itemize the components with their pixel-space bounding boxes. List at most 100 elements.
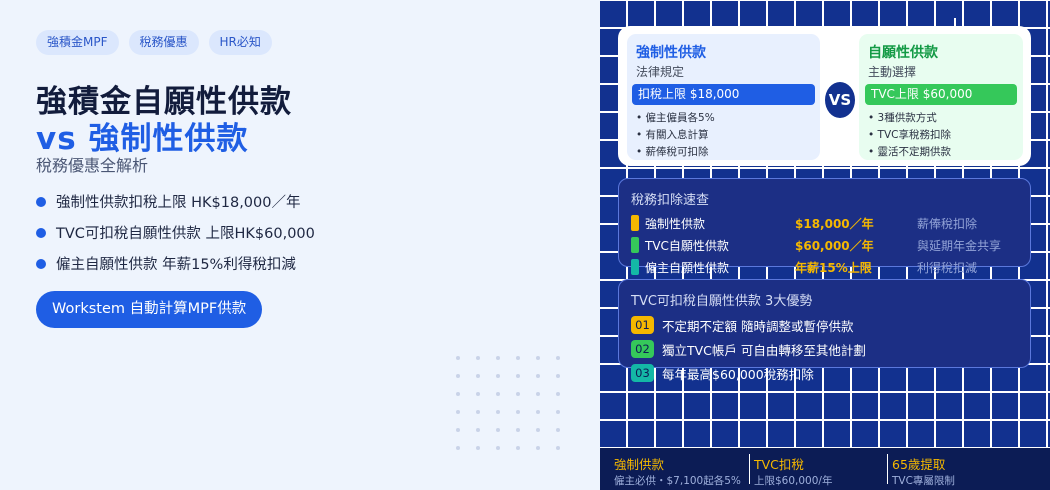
dot	[516, 356, 520, 360]
footer-sub: TVC專屬限制	[892, 475, 955, 487]
decor-mark	[954, 18, 956, 28]
advantage-item: 03 每年最高$60,000稅務扣除	[631, 361, 1018, 385]
dot	[496, 374, 500, 378]
footer-bar: 強制供款僱主必供・$7,100起各5% TVC扣稅上限$60,000/年 65歲…	[600, 448, 1050, 490]
tax-quick-ref: 稅務扣除速查 強制性供款 $18,000／年 薪俸稅扣除 TVC自願性供款 $60,00…	[618, 178, 1031, 275]
tax-row-name: 強制性供款	[645, 216, 706, 231]
dot	[556, 410, 560, 414]
advantage-item: 02 獨立TVC帳戶 可自由轉移至其他計劃	[631, 337, 1018, 361]
color-bar-icon	[631, 215, 639, 231]
dot	[556, 392, 560, 396]
tax-row-note: 薪俸稅扣除	[917, 216, 978, 231]
dot	[556, 374, 560, 378]
dot	[476, 446, 480, 450]
dot	[516, 392, 520, 396]
list-item: • TVC享稅務扣除	[868, 129, 951, 141]
bullet-item: TVC可扣稅自願性供款 上限HK$60,000	[36, 217, 315, 248]
voluntary-title: 自願性供款	[868, 45, 938, 61]
dot	[556, 356, 560, 360]
compare-card: 強制性供款 法律規定 扣稅上限 $18,000 • 僱主僱員各5% • 有關入息計…	[618, 26, 1031, 166]
number-badge: 01	[631, 316, 654, 334]
dot	[456, 410, 460, 414]
dot	[536, 392, 540, 396]
bullet-dot-icon	[36, 196, 46, 207]
footer-item: TVC扣稅上限$60,000/年	[749, 454, 887, 487]
footer-title: TVC扣稅	[754, 457, 804, 472]
dot	[536, 428, 540, 432]
mandatory-sub: 法律規定	[636, 65, 685, 79]
dot	[516, 374, 520, 378]
tax-row: 僱主自願性供款年薪15%上限利得稅扣減	[631, 256, 1018, 278]
dot	[476, 428, 480, 432]
tax-row-value: $60,000／年	[795, 238, 874, 253]
left-panel: 強積金MPF 稅務優惠 HR必知 強積金自願性供款 vs 強制性供款 稅務優惠全…	[36, 30, 576, 464]
dot	[556, 428, 560, 432]
dot	[456, 374, 460, 378]
bullet-text: 僱主自願性供款 年薪15%利得稅扣減	[56, 257, 296, 273]
footer-sub: 上限$60,000/年	[754, 475, 833, 487]
bullet-item: 強制性供款扣稅上限 HK$18,000／年	[36, 186, 315, 217]
dot	[456, 446, 460, 450]
page-title-line2: vs 強制性供款	[36, 113, 248, 158]
dot	[456, 392, 460, 396]
title-mandatory: 強制性供款	[88, 121, 249, 157]
bullet-dot-icon	[36, 227, 46, 238]
dot	[536, 356, 540, 360]
tag-mpf[interactable]: 強積金MPF	[36, 30, 119, 55]
list-item: • 有關入息計算	[636, 129, 709, 141]
voluntary-limit: TVC上限 $60,000	[865, 84, 1017, 105]
list-item: • 僱主僱員各5%	[636, 112, 715, 124]
advantage-item: 01 不定期不定額 隨時調整或暫停供款	[631, 313, 1018, 337]
advantage-text: 每年最高$60,000稅務扣除	[662, 366, 814, 382]
tax-row-value: $18,000／年	[795, 216, 874, 231]
dot	[536, 410, 540, 414]
dot	[476, 374, 480, 378]
tax-title: 稅務扣除速查	[631, 193, 710, 208]
vs-text: vs	[36, 121, 77, 157]
footer-item: 65歲提取 TVC專屬限制	[887, 454, 1025, 487]
page-title: 強積金自願性供款	[36, 84, 292, 120]
dot	[536, 374, 540, 378]
dot	[476, 410, 480, 414]
number-badge: 03	[631, 364, 654, 382]
mandatory-title: 強制性供款	[636, 45, 706, 61]
bullet-text: TVC可扣稅自願性供款 上限HK$60,000	[56, 226, 315, 242]
dot	[496, 392, 500, 396]
cta-button[interactable]: Workstem 自動計算MPF供款	[36, 291, 263, 328]
advantage-text: 獨立TVC帳戶 可自由轉移至其他計劃	[662, 342, 866, 358]
dot	[516, 410, 520, 414]
tax-row-name: TVC自願性供款	[645, 238, 729, 253]
list-item: • 3種供款方式	[868, 112, 937, 124]
voluntary-card: 自願性供款 主動選擇 TVC上限 $60,000 • 3種供款方式 • TVC享稅…	[859, 34, 1023, 160]
list-item: • 薪俸稅可扣除	[636, 146, 709, 158]
bullet-dot-icon	[36, 258, 46, 269]
footer-title: 65歲提取	[892, 457, 946, 472]
dot	[496, 428, 500, 432]
number-badge: 02	[631, 340, 654, 358]
tax-row-name: 僱主自願性供款	[645, 260, 730, 275]
tag-list: 強積金MPF 稅務優惠 HR必知	[36, 30, 272, 55]
subtitle: 稅務優惠全解析	[36, 156, 149, 175]
right-panel: 強制性供款 法律規定 扣稅上限 $18,000 • 僱主僱員各5% • 有關入息計…	[600, 0, 1050, 490]
tax-row: 強制性供款 $18,000／年 薪俸稅扣除	[631, 212, 1018, 234]
tag-tax[interactable]: 稅務優惠	[128, 30, 199, 55]
tax-row-note: 與延期年金共享	[917, 238, 1002, 253]
dot	[556, 446, 560, 450]
tax-row: TVC自願性供款 $60,000／年 與延期年金共享	[631, 234, 1018, 256]
dot	[496, 356, 500, 360]
bullet-text: 強制性供款扣稅上限 HK$18,000／年	[56, 195, 301, 211]
dot-pattern	[456, 356, 576, 464]
mandatory-limit: 扣稅上限 $18,000	[632, 84, 815, 105]
list-item: • 靈活不定期供款	[868, 146, 952, 158]
dot	[496, 446, 500, 450]
tag-hr[interactable]: HR必知	[208, 30, 272, 55]
voluntary-sub: 主動選擇	[868, 65, 917, 79]
advantage-text: 不定期不定額 隨時調整或暫停供款	[662, 318, 854, 334]
mandatory-card: 強制性供款 法律規定 扣稅上限 $18,000 • 僱主僱員各5% • 有關入息計…	[627, 34, 820, 160]
bullet-item: 僱主自願性供款 年薪15%利得稅扣減	[36, 248, 315, 279]
tax-row-note: 利得稅扣減	[917, 260, 978, 275]
footer-sub: 僱主必供・$7,100起各5%	[614, 475, 741, 487]
dot	[456, 428, 460, 432]
dot	[476, 356, 480, 360]
